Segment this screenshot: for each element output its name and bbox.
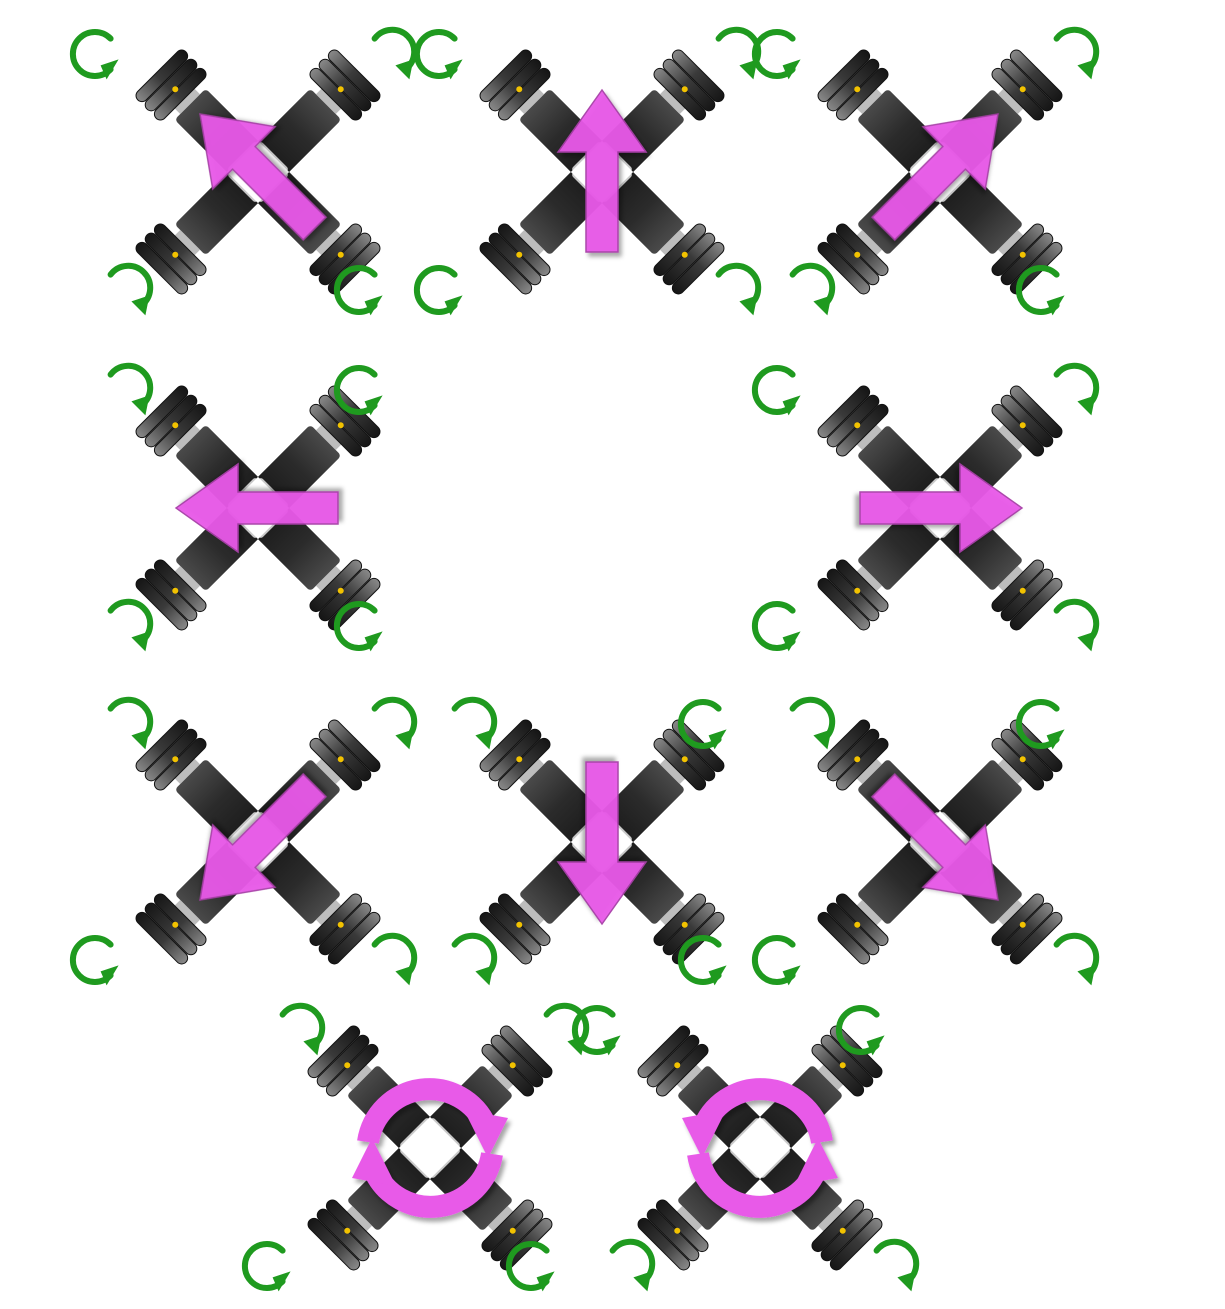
wheel-rotation-arrow-icon bbox=[73, 32, 119, 79]
wheel-rotation-arrow-icon bbox=[509, 1244, 555, 1291]
wheel-rotation-arrow-icon bbox=[337, 604, 383, 651]
spin-arrow-head bbox=[1077, 631, 1095, 651]
spin-arrow-head bbox=[897, 1271, 915, 1291]
wheel-rotation-arrow-icon bbox=[73, 938, 119, 985]
wheel-rotation-arrow-icon bbox=[375, 936, 415, 986]
wheel-rotation-arrow-icon bbox=[755, 604, 801, 651]
wheel-rotation-arrow-icon bbox=[245, 1244, 291, 1291]
spin-arrow-head bbox=[395, 59, 413, 79]
wheel-rotation-arrow-icon bbox=[337, 268, 383, 315]
robot-move-backward-right bbox=[755, 700, 1096, 986]
wheel-rotation-arrow-icon bbox=[1057, 30, 1097, 80]
wheel-rotation-arrow-icon bbox=[877, 1242, 917, 1292]
wheel-rotation-arrow-icon bbox=[1057, 366, 1097, 416]
wheel-rotation-arrow-icon bbox=[755, 938, 801, 985]
wheel-rotation-arrow-icon bbox=[375, 700, 415, 750]
wheel-rotation-arrow-icon bbox=[455, 936, 495, 986]
wheel-rotation-arrow-icon bbox=[1019, 268, 1065, 315]
wheel-rotation-arrow-icon bbox=[681, 938, 727, 985]
wheel-rotation-arrow-icon bbox=[417, 268, 463, 315]
robot-move-backward-left bbox=[73, 700, 414, 986]
wheel-rotation-arrow-icon bbox=[283, 1006, 323, 1056]
spin-arrow-head bbox=[131, 729, 149, 749]
wheel-rotation-arrow-icon bbox=[111, 700, 151, 750]
spin-arrow-head bbox=[475, 729, 493, 749]
spin-arrow-head bbox=[395, 729, 413, 749]
spin-arrow-head bbox=[1077, 965, 1095, 985]
spin-arrow-head bbox=[131, 631, 149, 651]
spin-arrow-head bbox=[131, 395, 149, 415]
wheel-rotation-arrow-icon bbox=[1057, 602, 1097, 652]
spin-arrow-head bbox=[1077, 59, 1095, 79]
robot-rotate-counterclockwise bbox=[575, 1008, 916, 1291]
robot-move-right bbox=[755, 366, 1096, 652]
wheel-rotation-arrow-icon bbox=[455, 700, 495, 750]
spin-arrow-head bbox=[303, 1035, 321, 1055]
wheel-rotation-arrow-icon bbox=[613, 1242, 653, 1292]
spin-arrow-head bbox=[475, 965, 493, 985]
wheel-rotation-arrow-icon bbox=[793, 266, 833, 316]
spin-arrow-head bbox=[633, 1271, 651, 1291]
wheel-rotation-arrow-icon bbox=[111, 602, 151, 652]
robot-move-backward bbox=[455, 700, 727, 986]
spin-arrow-head bbox=[813, 729, 831, 749]
spin-arrow-head bbox=[131, 295, 149, 315]
wheel-rotation-arrow-icon bbox=[755, 32, 801, 79]
spin-arrow-head bbox=[395, 965, 413, 985]
wheel-rotation-arrow-icon bbox=[719, 266, 759, 316]
wheel-rotation-arrow-icon bbox=[111, 266, 151, 316]
wheel-rotation-arrow-icon bbox=[755, 368, 801, 415]
wheel-rotation-arrow-icon bbox=[417, 32, 463, 79]
wheel-rotation-arrow-icon bbox=[111, 366, 151, 416]
spin-arrow-head bbox=[739, 295, 757, 315]
wheel-rotation-arrow-icon bbox=[1057, 936, 1097, 986]
robot-move-forward-left bbox=[73, 30, 414, 316]
robot-rotate-clockwise bbox=[245, 1006, 586, 1292]
wheel-rotation-arrow-icon bbox=[575, 1008, 621, 1055]
wheel-rotation-arrow-icon bbox=[793, 700, 833, 750]
robot-move-forward-right bbox=[755, 30, 1096, 316]
robot-move-left bbox=[111, 366, 383, 652]
robot-move-forward bbox=[417, 30, 758, 316]
wheel-rotation-arrow-icon bbox=[375, 30, 415, 80]
spin-arrow-head bbox=[813, 295, 831, 315]
spin-arrow-head bbox=[1077, 395, 1095, 415]
